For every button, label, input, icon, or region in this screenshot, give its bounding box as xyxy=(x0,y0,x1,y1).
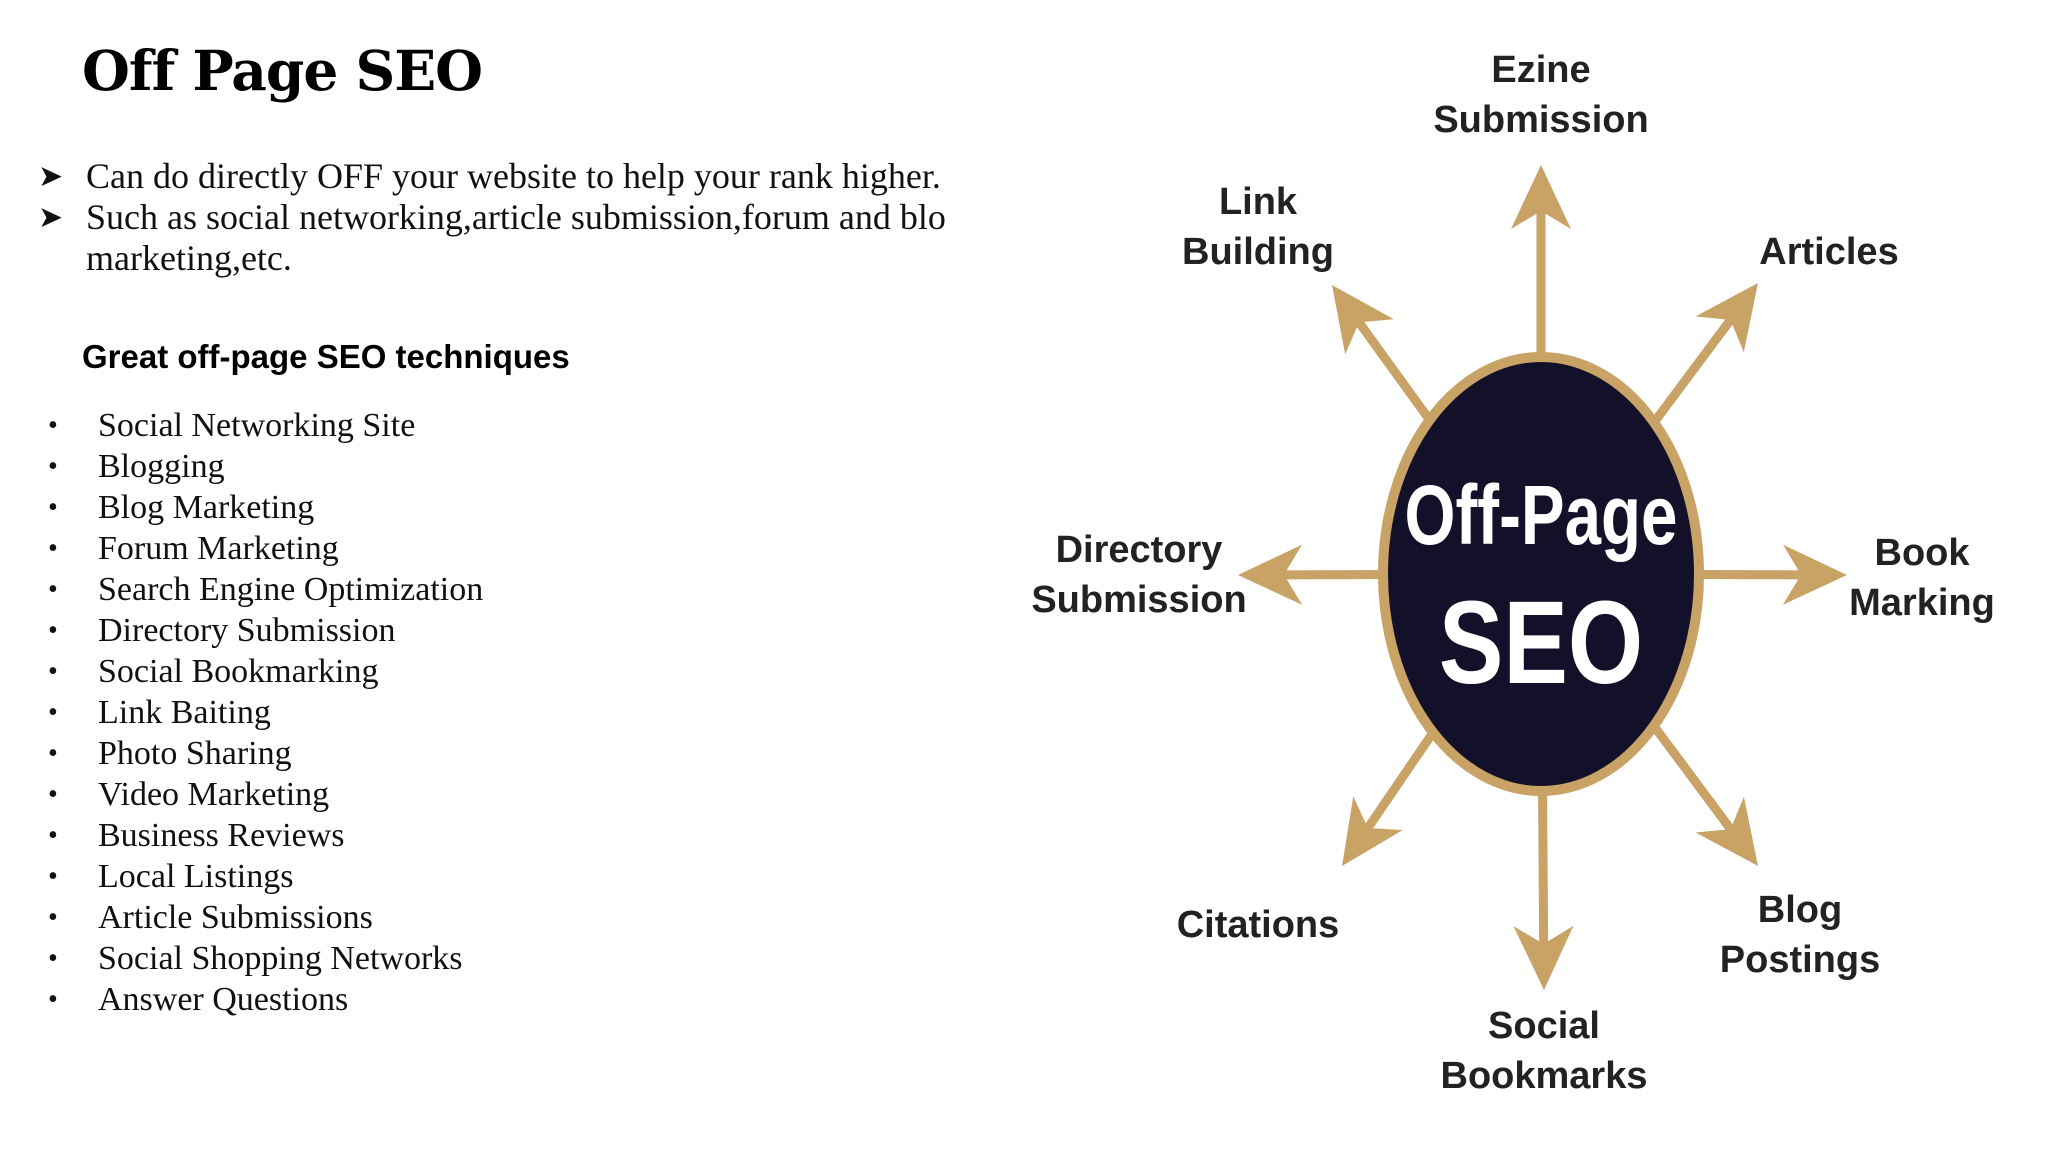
label-line: Directory xyxy=(1056,529,1223,571)
label-line: Ezine xyxy=(1491,49,1590,91)
arrow-down-head xyxy=(1513,925,1574,990)
techniques-heading: Great off-page SEO techniques xyxy=(82,338,570,375)
technique-item: • Business Reviews xyxy=(48,815,483,856)
off-page-seo-diagram: Off-Page SEO Ezine Submission Link Build… xyxy=(1031,49,1995,1097)
technique-item: • Link Baiting xyxy=(48,692,483,733)
technique-label: Directory Submission xyxy=(98,612,396,649)
technique-item: • Social Bookmarking xyxy=(48,651,483,692)
intro-point: ➤ Can do directly OFF your website to he… xyxy=(34,156,1034,197)
label-blog-postings: Blog Postings xyxy=(1720,889,1880,981)
label-line: Marking xyxy=(1849,582,1995,624)
bullet-icon: • xyxy=(48,697,58,728)
technique-label: Blog Marketing xyxy=(98,489,315,526)
bullet-icon: • xyxy=(48,533,58,564)
label-line: Citations xyxy=(1177,904,1340,946)
bullet-icon: • xyxy=(48,492,58,523)
technique-label: Social Networking Site xyxy=(98,407,416,444)
label-line: Link xyxy=(1219,181,1298,223)
technique-label: Video Marketing xyxy=(98,776,330,813)
label-link-building: Link Building xyxy=(1182,181,1334,273)
technique-label: Social Shopping Networks xyxy=(98,940,463,977)
techniques-list: • Social Networking Site • Blogging • Blog … xyxy=(48,405,483,1020)
bullet-icon: • xyxy=(48,984,58,1015)
bullet-icon: • xyxy=(48,779,58,810)
arrow-up-left-head xyxy=(1332,285,1394,355)
technique-item: • Local Listings xyxy=(48,856,483,897)
bullet-icon: • xyxy=(48,615,58,646)
bullet-icon: • xyxy=(48,902,58,933)
technique-item: • Directory Submission xyxy=(48,610,483,651)
center-hub xyxy=(1378,352,1704,796)
bullet-icon: • xyxy=(48,820,58,851)
intro-list: ➤ Can do directly OFF your website to he… xyxy=(34,156,1034,279)
technique-item: • Social Shopping Networks xyxy=(48,938,483,979)
technique-item: • Search Engine Optimization xyxy=(48,569,483,610)
intro-point: ➤ Such as social networking,article subm… xyxy=(34,197,1034,279)
technique-label: Search Engine Optimization xyxy=(98,571,484,608)
bullet-icon: • xyxy=(48,656,58,687)
technique-item: • Blog Marketing xyxy=(48,487,483,528)
arrow-up-head xyxy=(1511,165,1571,229)
arrow-left-head xyxy=(1238,544,1303,605)
slide-title: Off Page SEO xyxy=(82,38,483,103)
technique-label: Answer Questions xyxy=(98,981,349,1018)
label-articles: Articles xyxy=(1759,231,1898,273)
label-line: Building xyxy=(1182,231,1334,273)
technique-item: • Social Networking Site xyxy=(48,405,483,446)
intro-point-text-continued: marketing,etc. xyxy=(86,238,292,278)
technique-item: • Forum Marketing xyxy=(48,528,483,569)
bullet-icon: • xyxy=(48,410,58,441)
bullet-icon: • xyxy=(48,574,58,605)
label-line: Submission xyxy=(1031,579,1246,621)
intro-point-text: Such as social networking,article submis… xyxy=(86,197,946,237)
technique-item: • Photo Sharing xyxy=(48,733,483,774)
technique-item: • Answer Questions xyxy=(48,979,483,1020)
label-line: Submission xyxy=(1433,99,1648,141)
label-citations: Citations xyxy=(1177,904,1340,946)
label-ezine-submission: Ezine Submission xyxy=(1433,49,1648,141)
label-line: Postings xyxy=(1720,939,1880,981)
technique-label: Blogging xyxy=(98,448,225,485)
label-line: Blog xyxy=(1758,889,1842,931)
arrow-bullet-icon: ➤ xyxy=(38,201,64,234)
label-line: Bookmarks xyxy=(1441,1055,1648,1097)
bullet-icon: • xyxy=(48,943,58,974)
label-line: Social xyxy=(1488,1005,1600,1047)
arrow-bullet-icon: ➤ xyxy=(38,160,64,193)
technique-item: • Video Marketing xyxy=(48,774,483,815)
technique-label: Forum Marketing xyxy=(98,530,339,567)
technique-label: Business Reviews xyxy=(98,817,345,854)
label-line: Book xyxy=(1875,532,1971,574)
technique-label: Social Bookmarking xyxy=(98,653,379,690)
label-line: Articles xyxy=(1759,231,1898,273)
technique-label: Article Submissions xyxy=(98,899,373,936)
technique-label: Local Listings xyxy=(98,858,294,895)
label-book-marking: Book Marking xyxy=(1849,532,1995,624)
center-label-line2: SEO xyxy=(1439,576,1643,708)
arrow-down-right-head xyxy=(1695,796,1758,866)
bullet-icon: • xyxy=(48,738,58,769)
technique-item: • Article Submissions xyxy=(48,897,483,938)
arrow-up-right-head xyxy=(1695,283,1758,353)
arrow-right-head xyxy=(1782,544,1847,605)
technique-label: Photo Sharing xyxy=(98,735,292,772)
label-directory-submission: Directory Submission xyxy=(1031,529,1246,621)
label-social-bookmarks: Social Bookmarks xyxy=(1441,1005,1648,1097)
bullet-icon: • xyxy=(48,861,58,892)
intro-point-text: Can do directly OFF your website to help… xyxy=(86,156,941,196)
center-label-line1: Off-Page xyxy=(1405,468,1678,562)
bullet-icon: • xyxy=(48,451,58,482)
technique-item: • Blogging xyxy=(48,446,483,487)
technique-label: Link Baiting xyxy=(98,694,271,731)
arrow-down-left-head xyxy=(1342,796,1403,866)
